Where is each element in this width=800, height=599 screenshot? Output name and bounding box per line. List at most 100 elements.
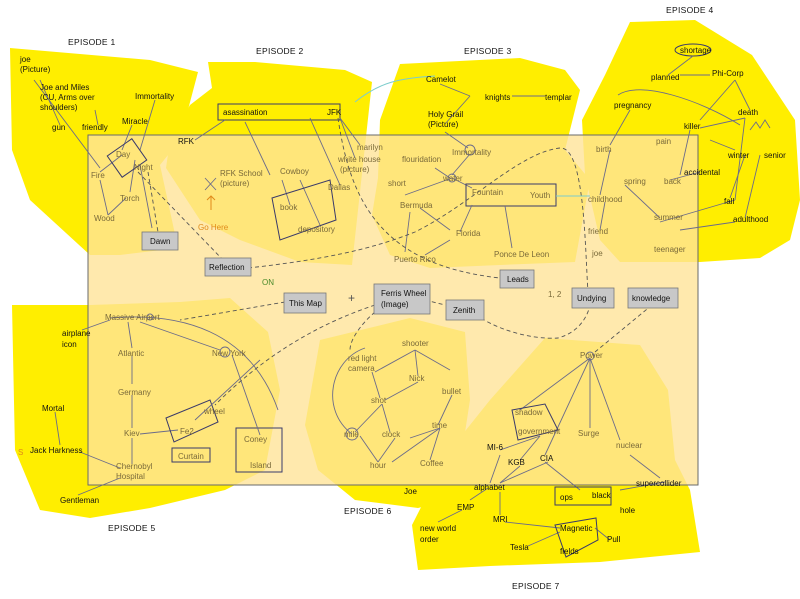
arrow-up-icon [206,195,216,210]
planned-node: planned [651,73,679,82]
undying-box[interactable]: Undying [571,287,615,309]
knowledge-box[interactable]: knowledge [627,287,679,309]
clock-node: clock [382,430,401,439]
magnetic-node: Magnetic [560,524,592,533]
episode-7-links [437,357,666,558]
reflection-box[interactable]: Reflection [204,257,252,277]
teenager-node: teenager [654,245,686,254]
emp-node: EMP [457,503,474,512]
nick-node: Nick [409,374,426,383]
mi6-node: MI-6 [487,443,504,452]
on-label: ON [262,278,274,287]
episode-3-title: EPISODE 3 [464,46,512,56]
joe-and-miles-node: Joe and Miles [40,83,89,92]
leads-label: Leads [507,275,529,284]
svg-text:Hospital: Hospital [116,472,145,481]
mri-node: MRI [493,515,508,524]
jack-harkness-node: Jack Harkness [30,446,82,455]
water-marker [447,173,457,183]
fountain-node: Fountain [472,188,503,197]
joe-4-node: joe [591,249,603,258]
phi-corp-node: Phi-Corp [712,69,744,78]
alphabet-node: alphabet [474,483,505,492]
fe2-node: Fe2 [180,427,194,436]
episode-3-links [404,83,557,256]
go-here-label: Go Here [198,223,229,232]
episode-6-links [332,347,453,463]
chernobyl-node: Chernobyl [116,462,153,471]
island-node: Island [250,461,271,470]
mortal-node: Mortal [42,404,64,413]
water-node: water [442,174,463,183]
youth-node: Youth [530,191,550,200]
immortality-node: Immortality [135,92,174,101]
kiev-node: Kiev [124,429,140,438]
hour-node: hour [370,461,386,470]
winter-node: winter [727,151,750,160]
ops-node: ops [560,493,573,502]
svg-text:icon: icon [62,340,77,349]
dawn-label: Dawn [150,237,170,246]
day-night-group [106,138,148,178]
svg-text:camera: camera [348,364,375,373]
hole-node: hole [620,506,636,515]
fall-node: fall [724,197,734,206]
episode-1-title: EPISODE 1 [68,37,116,47]
coney-node: Coney [244,435,267,444]
atlantic-node: Atlantic [118,349,144,358]
florida-node: Florida [456,229,481,238]
shooter-node: shooter [402,339,429,348]
joe-picture-node: joe [19,55,31,64]
leads-box[interactable]: Leads [499,269,535,289]
svg-text:(Picture): (Picture) [428,120,459,129]
fountain-youth-group [465,183,557,207]
new-york-marker [219,346,231,358]
episode-2-links [194,103,361,241]
episode-6-title: EPISODE 6 [344,506,392,516]
friendly-node: friendly [82,123,108,132]
ponce-de-leon-node: Ponce De Leon [494,250,549,259]
ferris-wheel-box[interactable]: Ferris Wheel (Image) [373,283,431,315]
wheel-node: wheel [203,407,225,416]
jfk-node: JFK [327,108,342,117]
short-node: short [388,179,407,188]
friend-node: friend [588,227,608,236]
curtain-box [171,447,211,463]
flouridation-node: flouridation [402,155,441,164]
joe-6-node: Joe [404,487,417,496]
miracle-node: Miracle [122,117,148,126]
depository-node: depository [298,225,335,234]
dawn-box[interactable]: Dawn [141,231,179,251]
rfk-school-node: RFK School [220,169,263,178]
birth-node: birth [596,145,612,154]
day-node: Day [116,150,130,159]
assassination-node: asassination [223,108,267,117]
black-node: black [592,491,612,500]
gun-node: gun [52,123,65,132]
red-light-camera-node: red light [348,354,377,363]
undying-label: Undying [577,294,606,303]
svg-text:(Picture): (Picture) [20,65,51,74]
zenith-box[interactable]: Zenith [445,299,485,321]
templar-node: templar [545,93,572,102]
s-node: S [18,448,23,457]
childhood-node: childhood [588,195,622,204]
assassination-jfk-group [217,103,341,121]
this-map-box[interactable]: This Map [283,292,327,314]
pain-node: pain [656,137,671,146]
shot-node: shot [371,396,387,405]
episode-2-title: EPISODE 2 [256,46,304,56]
magnetic-fields-group [554,517,599,558]
gentleman-node: Gentleman [60,496,99,505]
cowboy-node: Cowboy [280,167,309,176]
shortage-node: shortage [680,46,712,55]
tesla-node: Tesla [510,543,529,552]
ferris-wheel-label: Ferris Wheel [381,289,427,298]
bermuda-node: Bermuda [400,201,433,210]
surge-node: Surge [578,429,600,438]
power-marker [585,351,595,361]
episode-4-title: EPISODE 4 [666,5,714,15]
new-york-node: New York [212,349,247,358]
camelot-node: Camelot [426,75,457,84]
